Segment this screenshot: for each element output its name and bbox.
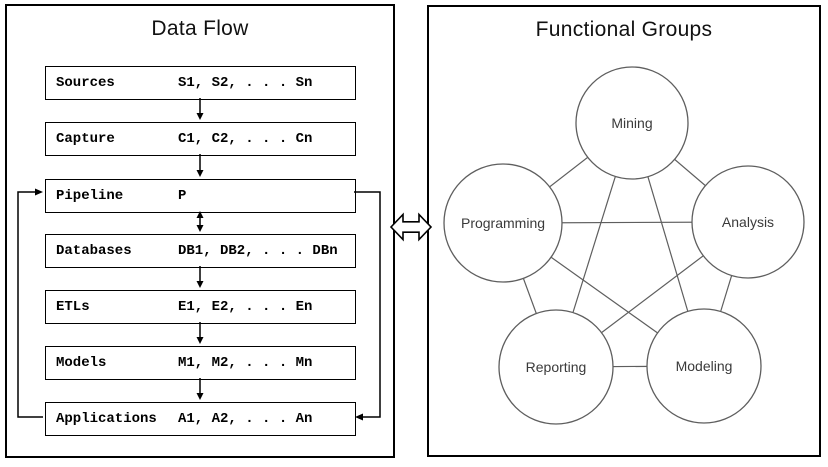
bidirectional-arrow-icon	[389, 212, 433, 242]
flow-box-values: E1, E2, . . . En	[178, 299, 313, 315]
flow-box-values: M1, M2, . . . Mn	[178, 355, 313, 371]
flow-box-label: Capture	[56, 131, 115, 147]
flow-box-values: S1, S2, . . . Sn	[178, 75, 313, 91]
data-flow-panel: Data Flow Sources S1, S2, . . . Sn Captur…	[5, 4, 395, 458]
flow-box-label: Applications	[56, 411, 157, 427]
data-flow-title: Data Flow	[151, 17, 249, 40]
functional-groups-title: Functional Groups	[535, 18, 713, 41]
flow-box-etls: ETLs E1, E2, . . . En	[45, 290, 356, 324]
flow-box-sources: Sources S1, S2, . . . Sn	[45, 66, 356, 100]
flow-box-values: P	[178, 188, 187, 204]
flow-box-label: Sources	[56, 75, 115, 91]
flow-box-values: C1, C2, . . . Cn	[178, 131, 313, 147]
flow-box-label: Pipeline	[56, 188, 124, 204]
flow-box-pipeline: Pipeline P	[45, 179, 356, 213]
flow-box-models: Models M1, M2, . . . Mn	[45, 346, 356, 380]
flow-box-label: ETLs	[56, 299, 90, 315]
flow-box-capture: Capture C1, C2, . . . Cn	[45, 122, 356, 156]
flow-box-label: Models	[56, 355, 107, 371]
flow-box-label: Databases	[56, 243, 132, 259]
flow-box-databases: Databases DB1, DB2, . . . DBn	[45, 234, 356, 268]
flow-box-values: DB1, DB2, . . . DBn	[178, 243, 338, 259]
flow-box-values: A1, A2, . . . An	[178, 411, 313, 427]
flow-box-applications: Applications A1, A2, . . . An	[45, 402, 356, 436]
functional-groups-panel: Functional Groups	[427, 5, 821, 457]
